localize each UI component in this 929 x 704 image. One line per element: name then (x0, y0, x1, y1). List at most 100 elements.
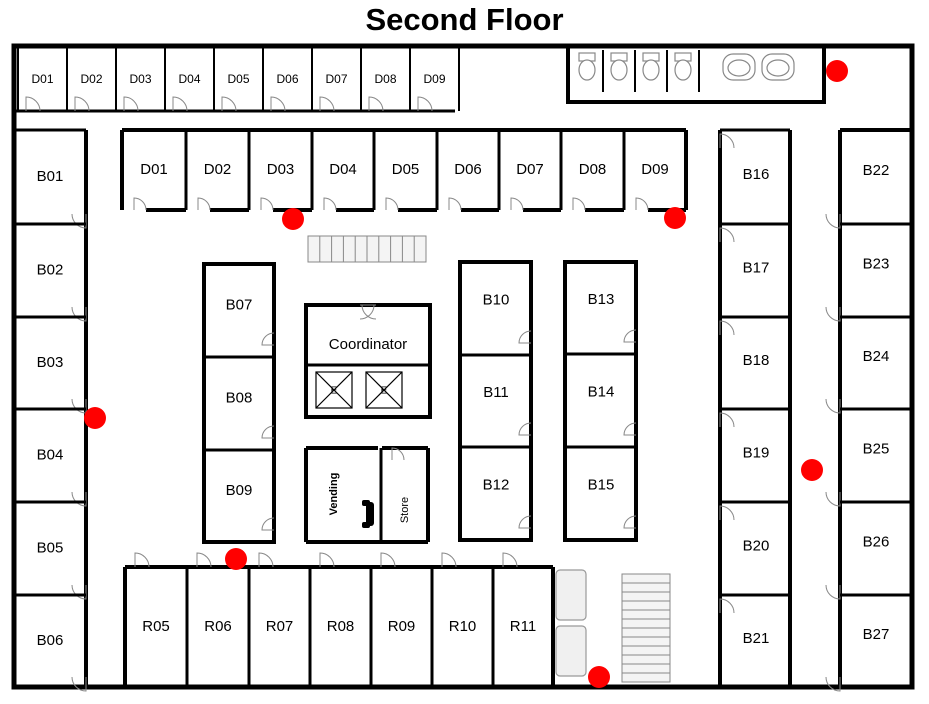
room-block (202, 262, 276, 544)
room-block (563, 260, 638, 542)
door-swing-icon (319, 552, 335, 568)
door-swing-icon (825, 676, 841, 692)
room-label: B14 (588, 383, 615, 400)
room-label: Store (399, 497, 411, 523)
room-label: B09 (226, 482, 253, 499)
door-swing-icon (134, 552, 150, 568)
room-label: B26 (863, 533, 890, 550)
door-swing-icon (71, 584, 87, 600)
door-swing-icon (719, 227, 735, 243)
door-swing-icon (172, 96, 188, 112)
door-swing-icon (25, 96, 41, 112)
door-swing-icon (719, 133, 735, 149)
door-swing-icon (719, 320, 735, 336)
door-swing-icon (391, 447, 405, 461)
room-label: D08 (374, 72, 396, 86)
marker-icon (84, 407, 106, 429)
room-label: D07 (516, 161, 544, 178)
door-swing-icon (319, 96, 335, 112)
room-label: R09 (388, 618, 416, 635)
room-label: B18 (743, 352, 770, 369)
sink-icon (722, 53, 795, 81)
door-swing-icon (719, 412, 735, 428)
door-swing-icon (368, 96, 384, 112)
door-swing-icon (510, 197, 524, 211)
door-swing-icon (518, 330, 532, 344)
room-label: D05 (227, 72, 249, 86)
door-swing-icon (261, 517, 275, 531)
door-swing-icon (71, 676, 87, 692)
seat-icon (555, 569, 587, 677)
restroom-wall (566, 44, 826, 104)
door-swing-icon (825, 491, 841, 507)
door-swing-icon (719, 505, 735, 521)
door-swing-icon (825, 213, 841, 229)
room-label: Coordinator (329, 336, 407, 353)
room-label: D06 (276, 72, 298, 86)
door-swing-icon (448, 197, 462, 211)
room-label: D04 (329, 161, 357, 178)
door-swing-icon (518, 515, 532, 529)
room-label: B23 (863, 255, 890, 272)
door-swing-icon (260, 197, 274, 211)
room-label: B06 (37, 632, 64, 649)
room-label: R06 (204, 618, 232, 635)
room-label: B02 (37, 261, 64, 278)
room-label: B19 (743, 444, 770, 461)
room-label: E (381, 386, 388, 397)
room-label: B05 (37, 539, 64, 556)
door-swing-icon (623, 515, 637, 529)
door-swing-icon (380, 552, 396, 568)
room-label: B08 (226, 389, 253, 406)
room-label: B07 (226, 296, 253, 313)
room-label: B24 (863, 348, 890, 365)
door-swing-icon (825, 306, 841, 322)
room-label: D09 (423, 72, 445, 86)
door-swing-icon (719, 598, 735, 614)
room-label: B25 (863, 440, 890, 457)
room-label: E (331, 386, 338, 397)
room-label: R11 (510, 618, 536, 635)
door-swing-icon (197, 197, 211, 211)
door-swing-icon (361, 304, 377, 320)
room-label: B20 (743, 537, 770, 554)
marker-icon (826, 60, 848, 82)
marker-icon (588, 666, 610, 688)
door-swing-icon (518, 422, 532, 436)
door-swing-icon (825, 398, 841, 414)
door-swing-icon (623, 422, 637, 436)
door-swing-icon (71, 491, 87, 507)
elevator-icon (315, 371, 403, 409)
restroom-block (566, 44, 826, 104)
room-label: B27 (863, 626, 890, 643)
door-swing-icon (323, 197, 337, 211)
door-swing-icon (261, 425, 275, 439)
room-label: D01 (140, 161, 168, 178)
door-swing-icon (123, 96, 139, 112)
door-swing-icon (71, 213, 87, 229)
room-label: D02 (80, 72, 102, 86)
room-label: B13 (588, 291, 615, 308)
outer-wall (11, 43, 915, 690)
room-label: R08 (327, 618, 355, 635)
door-swing-icon (623, 329, 637, 343)
phone-icon (362, 500, 374, 528)
room-label: B17 (743, 259, 770, 276)
room-label: B16 (743, 166, 770, 183)
door-swing-icon (572, 197, 586, 211)
room-label: B12 (483, 476, 510, 493)
door-swing-icon (385, 197, 399, 211)
marker-icon (664, 207, 686, 229)
room-label: B04 (37, 446, 64, 463)
room-label: B10 (483, 291, 510, 308)
marker-icon (225, 548, 247, 570)
floor-title: Second Floor (365, 2, 564, 37)
room-label: B15 (588, 476, 615, 493)
door-swing-icon (71, 306, 87, 322)
toilet-icon (578, 52, 692, 81)
room-label: B21 (743, 630, 770, 647)
door-swing-icon (258, 552, 274, 568)
room-label: D04 (178, 72, 200, 86)
door-swing-icon (635, 197, 649, 211)
room-label: D02 (204, 161, 232, 178)
